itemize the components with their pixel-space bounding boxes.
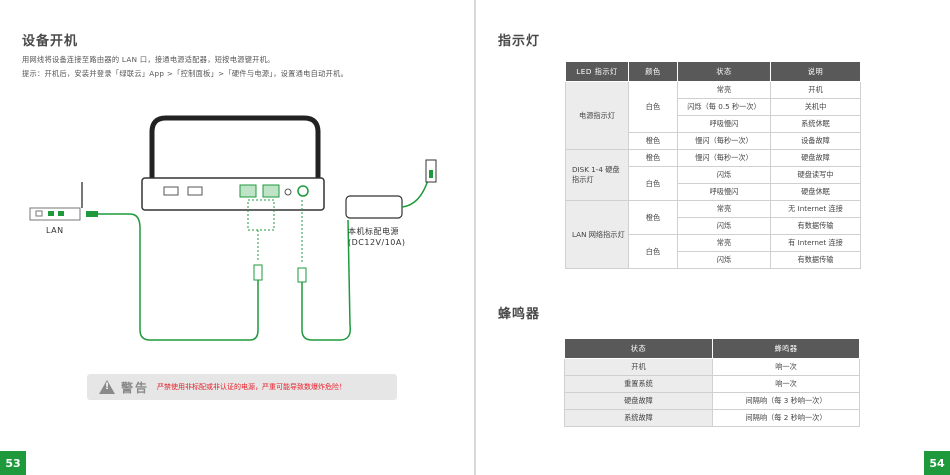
right-page: 指示灯 LED 指示灯 颜色 状态 说明 电源指示灯 白色 常亮 开机 闪烁（每… xyxy=(476,0,950,475)
state-cell: 闪烁 xyxy=(677,217,771,235)
th-led: LED 指示灯 xyxy=(565,61,629,82)
lan-label: LAN xyxy=(46,226,64,235)
lan-port-2 xyxy=(262,184,280,198)
th-desc: 说明 xyxy=(770,61,861,82)
power-cable xyxy=(301,219,352,341)
color-cell: 白色 xyxy=(628,81,678,133)
network-cable xyxy=(90,213,259,341)
state-cell: 慢闪（每秒一次） xyxy=(677,149,771,167)
instruction-text: 用网线将设备连接至路由器的 LAN 口，接通电源适配器，短按电源键开机。 xyxy=(22,55,275,64)
desc-cell: 硬盘读写中 xyxy=(770,166,861,184)
color-cell: 白色 xyxy=(628,166,678,201)
device-power-on-title: 设备开机 xyxy=(22,34,79,49)
state-cell: 慢闪（每秒一次） xyxy=(677,132,771,150)
buzzer-pattern: 响一次 xyxy=(712,375,860,393)
indicator-title: 指示灯 xyxy=(498,34,541,49)
warning-text: 严禁使用非标配或非认证的电源，严重可能导致数爆炸危险！ xyxy=(157,383,347,391)
lan-port-1 xyxy=(239,184,257,198)
warning-icon: ! xyxy=(99,380,115,394)
buzzer-title: 蜂鸣器 xyxy=(498,307,541,322)
warning-box: ! 警告 严禁使用非标配或非认证的电源，严重可能导致数爆炸危险！ xyxy=(87,374,397,400)
led-power: 电源指示灯 xyxy=(565,81,629,150)
desc-cell: 有数据传输 xyxy=(770,251,861,269)
color-cell: 橙色 xyxy=(628,132,678,150)
buzzer-state: 硬盘故障 xyxy=(564,392,713,410)
state-cell: 闪烁（每 0.5 秒一次） xyxy=(677,98,771,116)
power-adapter xyxy=(345,195,403,219)
th-buzzer-state: 状态 xyxy=(564,338,713,359)
desc-cell: 开机 xyxy=(770,81,861,99)
buzzer-state: 重置系统 xyxy=(564,375,713,393)
desc-cell: 无 Internet 连接 xyxy=(770,200,861,218)
buzzer-pattern: 响一次 xyxy=(712,358,860,376)
desc-cell: 硬盘故障 xyxy=(770,149,861,167)
led-disk: DISK 1-4 硬盘指示灯 xyxy=(565,149,629,201)
th-buzzer: 蜂鸣器 xyxy=(712,338,860,359)
state-cell: 闪烁 xyxy=(677,166,771,184)
color-cell: 橙色 xyxy=(628,149,678,167)
desc-cell: 设备故障 xyxy=(770,132,861,150)
state-cell: 常亮 xyxy=(677,81,771,99)
state-cell: 呼吸慢闪 xyxy=(677,115,771,133)
state-cell: 闪烁 xyxy=(677,251,771,269)
power-label-2: (DC12V/10A) xyxy=(348,238,406,247)
buzzer-state: 开机 xyxy=(564,358,713,376)
power-port xyxy=(297,185,309,197)
th-color: 颜色 xyxy=(628,61,678,82)
desc-cell: 有数据传输 xyxy=(770,217,861,235)
desc-cell: 有 Internet 连接 xyxy=(770,234,861,252)
buzzer-table: 状态 蜂鸣器 开机 响一次 重置系统 响一次 硬盘故障 间隔响（每 3 秒响一次… xyxy=(564,338,860,427)
page-number-left: 53 xyxy=(0,451,26,475)
color-cell: 橙色 xyxy=(628,200,678,235)
indicator-table: LED 指示灯 颜色 状态 说明 电源指示灯 白色 常亮 开机 闪烁（每 0.5… xyxy=(565,61,861,269)
buzzer-state: 系统故障 xyxy=(564,409,713,427)
tip-text: 提示：开机后，安装并登录「绿联云」App >「控制面板」>「硬件与电源」，设置通… xyxy=(22,69,349,78)
page-number-right: 54 xyxy=(924,451,950,475)
router xyxy=(29,207,81,221)
state-cell: 常亮 xyxy=(677,234,771,252)
device-frame xyxy=(149,115,321,200)
connection-diagram xyxy=(29,115,437,341)
state-cell: 呼吸慢闪 xyxy=(677,183,771,201)
color-cell: 白色 xyxy=(628,234,678,269)
state-cell: 常亮 xyxy=(677,200,771,218)
buzzer-pattern: 间隔响（每 2 秒响一次） xyxy=(712,409,860,427)
desc-cell: 硬盘休眠 xyxy=(770,183,861,201)
power-label-1: 本机标配电源 xyxy=(348,227,399,236)
desc-cell: 系统休眠 xyxy=(770,115,861,133)
desc-cell: 关机中 xyxy=(770,98,861,116)
warning-title: 警告 xyxy=(121,380,150,395)
page-divider xyxy=(474,0,476,475)
left-page: 设备开机 用网线将设备连接至路由器的 LAN 口，接通电源适配器，短按电源键开机… xyxy=(0,0,474,475)
buzzer-pattern: 间隔响（每 3 秒响一次） xyxy=(712,392,860,410)
th-state: 状态 xyxy=(677,61,771,82)
led-lan: LAN 网络指示灯 xyxy=(565,200,629,269)
